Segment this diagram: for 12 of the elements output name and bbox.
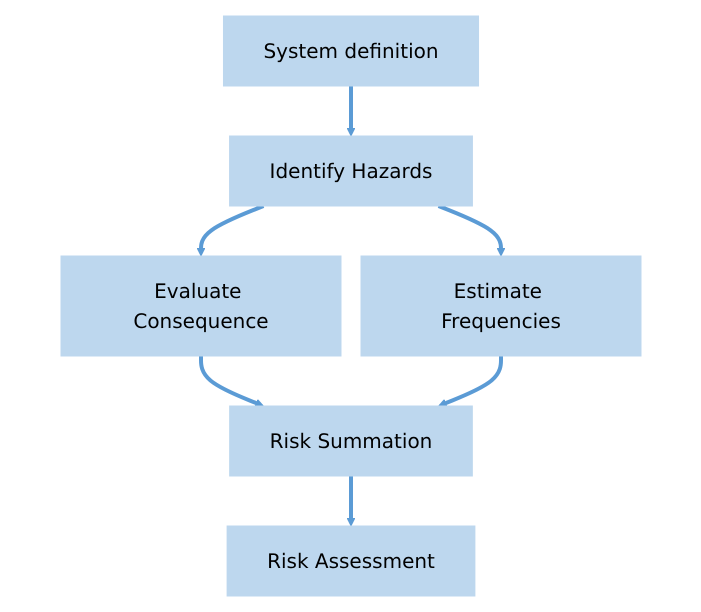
node-box: Risk Summation [228,406,472,476]
arrow [198,356,264,408]
node-box: Estimate Frequencies [360,256,641,356]
arrow [438,356,502,408]
arrow [346,476,355,526]
arrow [346,86,355,136]
node-box: Identify Hazards [228,136,472,206]
arrow [437,204,505,256]
node-box: Risk Assessment [226,526,475,596]
arrow [196,204,264,256]
node-box: System definition [222,16,479,86]
node-box: Evaluate Consequence [60,256,341,356]
